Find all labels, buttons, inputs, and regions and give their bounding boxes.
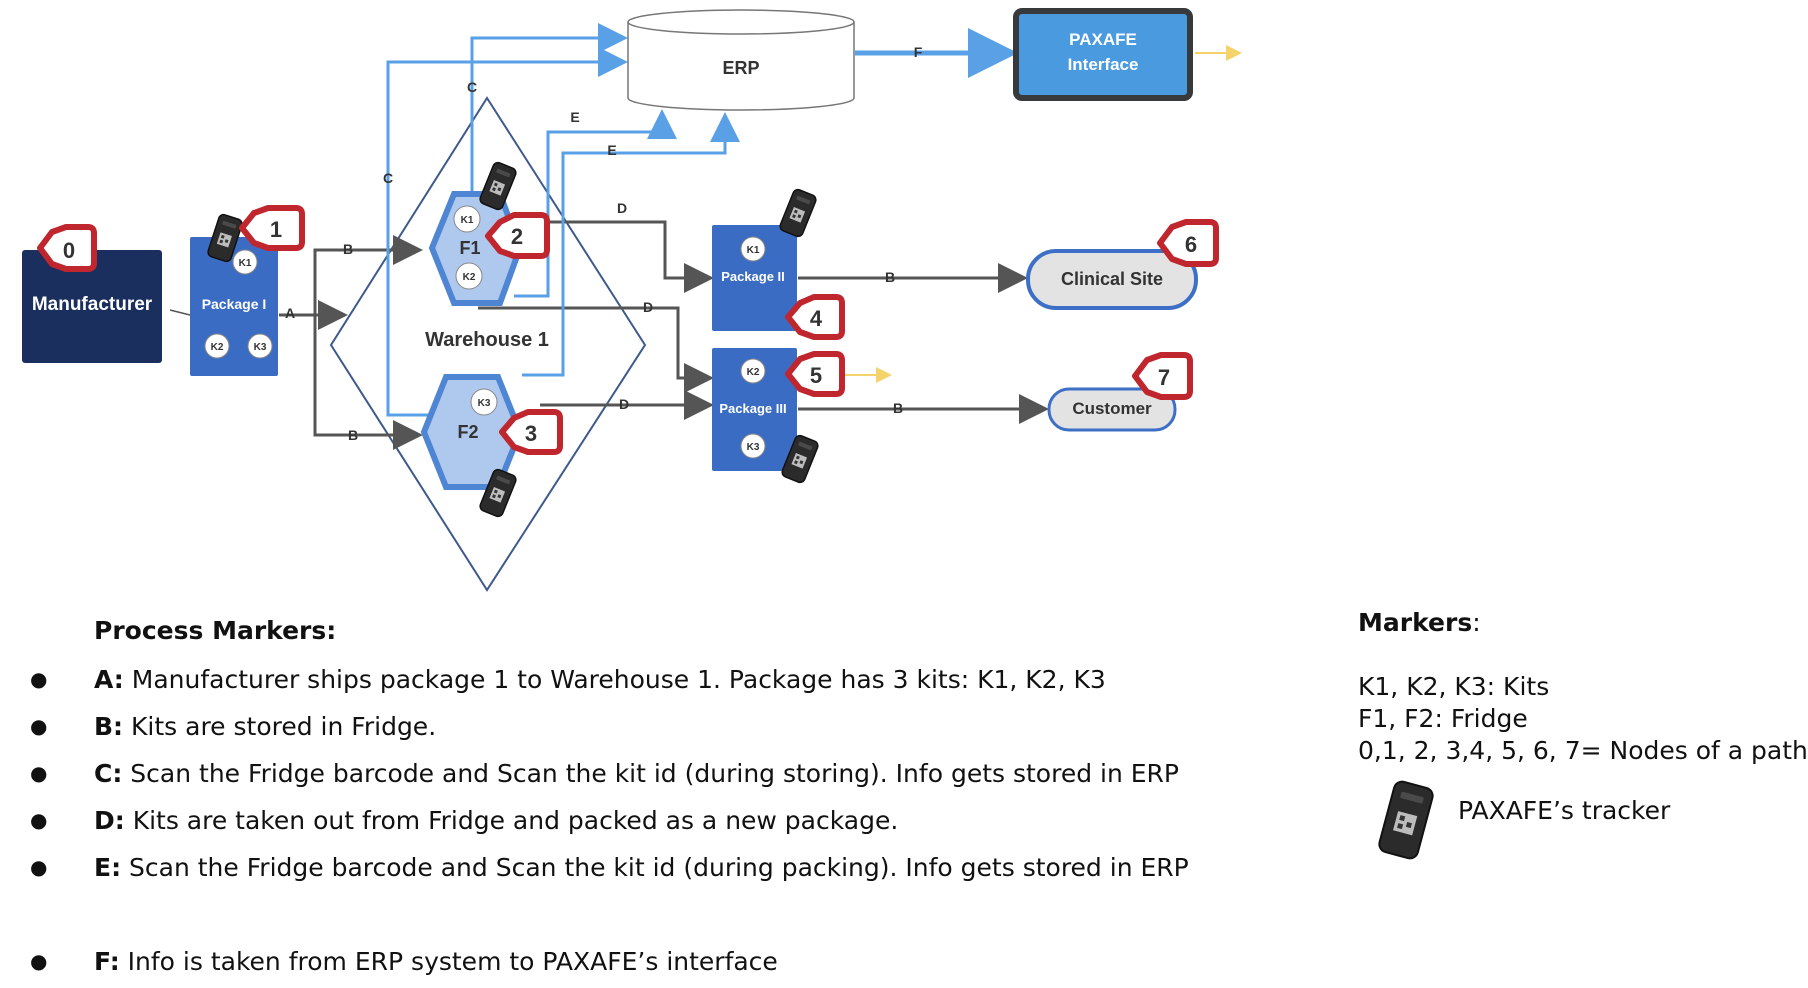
process-markers-title: Process Markers:: [94, 616, 337, 645]
flow-diagram: Warehouse 1 A B B C C E E D D D B B F: [22, 8, 1242, 592]
kit-k1: K1: [461, 215, 474, 226]
warehouse-label: Warehouse 1: [425, 329, 549, 351]
kit-k2: K2: [463, 272, 476, 283]
flow-d-top: [545, 220, 714, 293]
clinical-site-node: Clinical Site: [1026, 249, 1198, 310]
edge-label-f: F: [914, 44, 923, 60]
kit-k3: K3: [747, 442, 760, 453]
node-marker-5: 5: [785, 351, 845, 397]
customer-label: Customer: [1072, 399, 1152, 418]
legend-title: Markers: [1358, 608, 1473, 637]
paxafe-label-line1: PAXAFE: [1069, 30, 1137, 49]
manufacturer-label: Manufacturer: [32, 294, 153, 315]
kit-k2: K2: [211, 342, 224, 353]
node-marker-4: 4: [785, 294, 845, 340]
process-text: Scan the Fridge barcode and Scan the kit…: [121, 853, 1189, 882]
process-key: E:: [94, 853, 122, 882]
edge-label-b: B: [348, 427, 358, 443]
flow-d-mid: [478, 306, 714, 393]
legend-title-row: Markers:: [1358, 608, 1481, 637]
process-key: B:: [94, 712, 124, 741]
edge-label-d: D: [643, 299, 653, 315]
tracker-icon: [1378, 780, 1434, 860]
edge-label-d: D: [617, 200, 627, 216]
node-marker-3: 3: [499, 409, 563, 455]
bullet-icon: ●: [30, 714, 48, 738]
kit-k3: K3: [478, 398, 491, 409]
fridge-f1-label: F1: [459, 238, 480, 258]
flow-e-f2: [522, 112, 740, 377]
flow-c-f2: [386, 47, 628, 417]
kit-k1: K1: [747, 245, 760, 256]
node-marker-4-label: 4: [810, 306, 823, 331]
bullet-icon: ●: [30, 855, 48, 879]
legend-nodes: 0,1, 2, 3,4, 5, 6, 7= Nodes of a path: [1358, 736, 1808, 765]
edge-label-c: C: [383, 170, 393, 186]
flow-b-lower: [313, 315, 423, 450]
node-marker-0-label: 0: [63, 238, 75, 263]
legend-tracker: PAXAFE’s tracker: [1458, 796, 1671, 825]
node-marker-7: 7: [1132, 352, 1193, 400]
bullet-icon: ●: [30, 667, 48, 691]
tracker-icon: [777, 187, 819, 239]
node-marker-0: 0: [37, 224, 97, 272]
flow-c-f1: [470, 23, 628, 192]
kit-k1: K1: [239, 258, 252, 269]
process-key: C:: [94, 759, 123, 788]
tracker-icon: [477, 160, 519, 212]
edge-label-b: B: [893, 400, 903, 416]
package-3-label: Package III: [719, 401, 786, 416]
process-key: D:: [94, 806, 125, 835]
bullet-icon: ●: [30, 761, 48, 785]
edge-label-e: E: [607, 142, 616, 158]
paxafe-label-line2: Interface: [1068, 55, 1139, 74]
node-marker-6-label: 6: [1185, 232, 1197, 257]
package-1-label: Package I: [202, 296, 267, 312]
flow-e-f1: [514, 109, 677, 298]
clinical-site-label: Clinical Site: [1061, 269, 1163, 289]
legend-title-colon: :: [1472, 608, 1481, 637]
fridge-f2-label: F2: [457, 422, 478, 442]
edge-label-c: C: [467, 79, 477, 95]
erp-label: ERP: [722, 58, 759, 78]
edge-label-a: A: [285, 305, 295, 321]
process-text: Kits are taken out from Fridge and packe…: [124, 806, 899, 835]
flow-b-upper: [313, 235, 423, 315]
process-key: F:: [94, 947, 120, 976]
process-key: A:: [94, 665, 124, 694]
legend-kits: K1, K2, K3: Kits: [1358, 672, 1550, 701]
package-3: Package III K2 K3: [712, 348, 797, 471]
package-1: Package I K1 K2 K3: [190, 237, 278, 376]
edge-label-d: D: [619, 396, 629, 412]
bullet-icon: ●: [30, 949, 48, 973]
customer-node: Customer: [1047, 387, 1177, 432]
node-marker-1: 1: [239, 205, 305, 251]
erp-database: ERP: [627, 9, 855, 111]
kit-k3: K3: [254, 342, 267, 353]
node-marker-2-label: 2: [511, 224, 523, 249]
manufacturer-node: Manufacturer: [22, 250, 162, 363]
paxafe-interface: PAXAFE Interface: [1013, 8, 1193, 101]
bullet-icon: ●: [30, 808, 48, 832]
node-marker-1-label: 1: [270, 217, 282, 242]
process-text: Info is taken from ERP system to PAXAFE’…: [119, 947, 778, 976]
node-marker-5-label: 5: [810, 363, 822, 388]
kit-k2: K2: [747, 367, 760, 378]
edge-label-e: E: [570, 109, 579, 125]
legend-fridge: F1, F2: Fridge: [1358, 704, 1528, 733]
edge-label-b: B: [343, 241, 353, 257]
process-text: Manufacturer ships package 1 to Warehous…: [123, 665, 1106, 694]
node-marker-7-label: 7: [1158, 365, 1170, 390]
package-2: Package II K1: [712, 225, 797, 331]
package-2-label: Package II: [721, 269, 785, 284]
node-marker-6: 6: [1157, 219, 1219, 267]
node-marker-2: 2: [485, 212, 550, 259]
node-marker-3-label: 3: [525, 421, 537, 446]
process-text: Scan the Fridge barcode and Scan the kit…: [122, 759, 1179, 788]
edge-label-b: B: [885, 269, 895, 285]
process-text: Kits are stored in Fridge.: [123, 712, 437, 741]
warehouse-diamond: [329, 96, 647, 592]
